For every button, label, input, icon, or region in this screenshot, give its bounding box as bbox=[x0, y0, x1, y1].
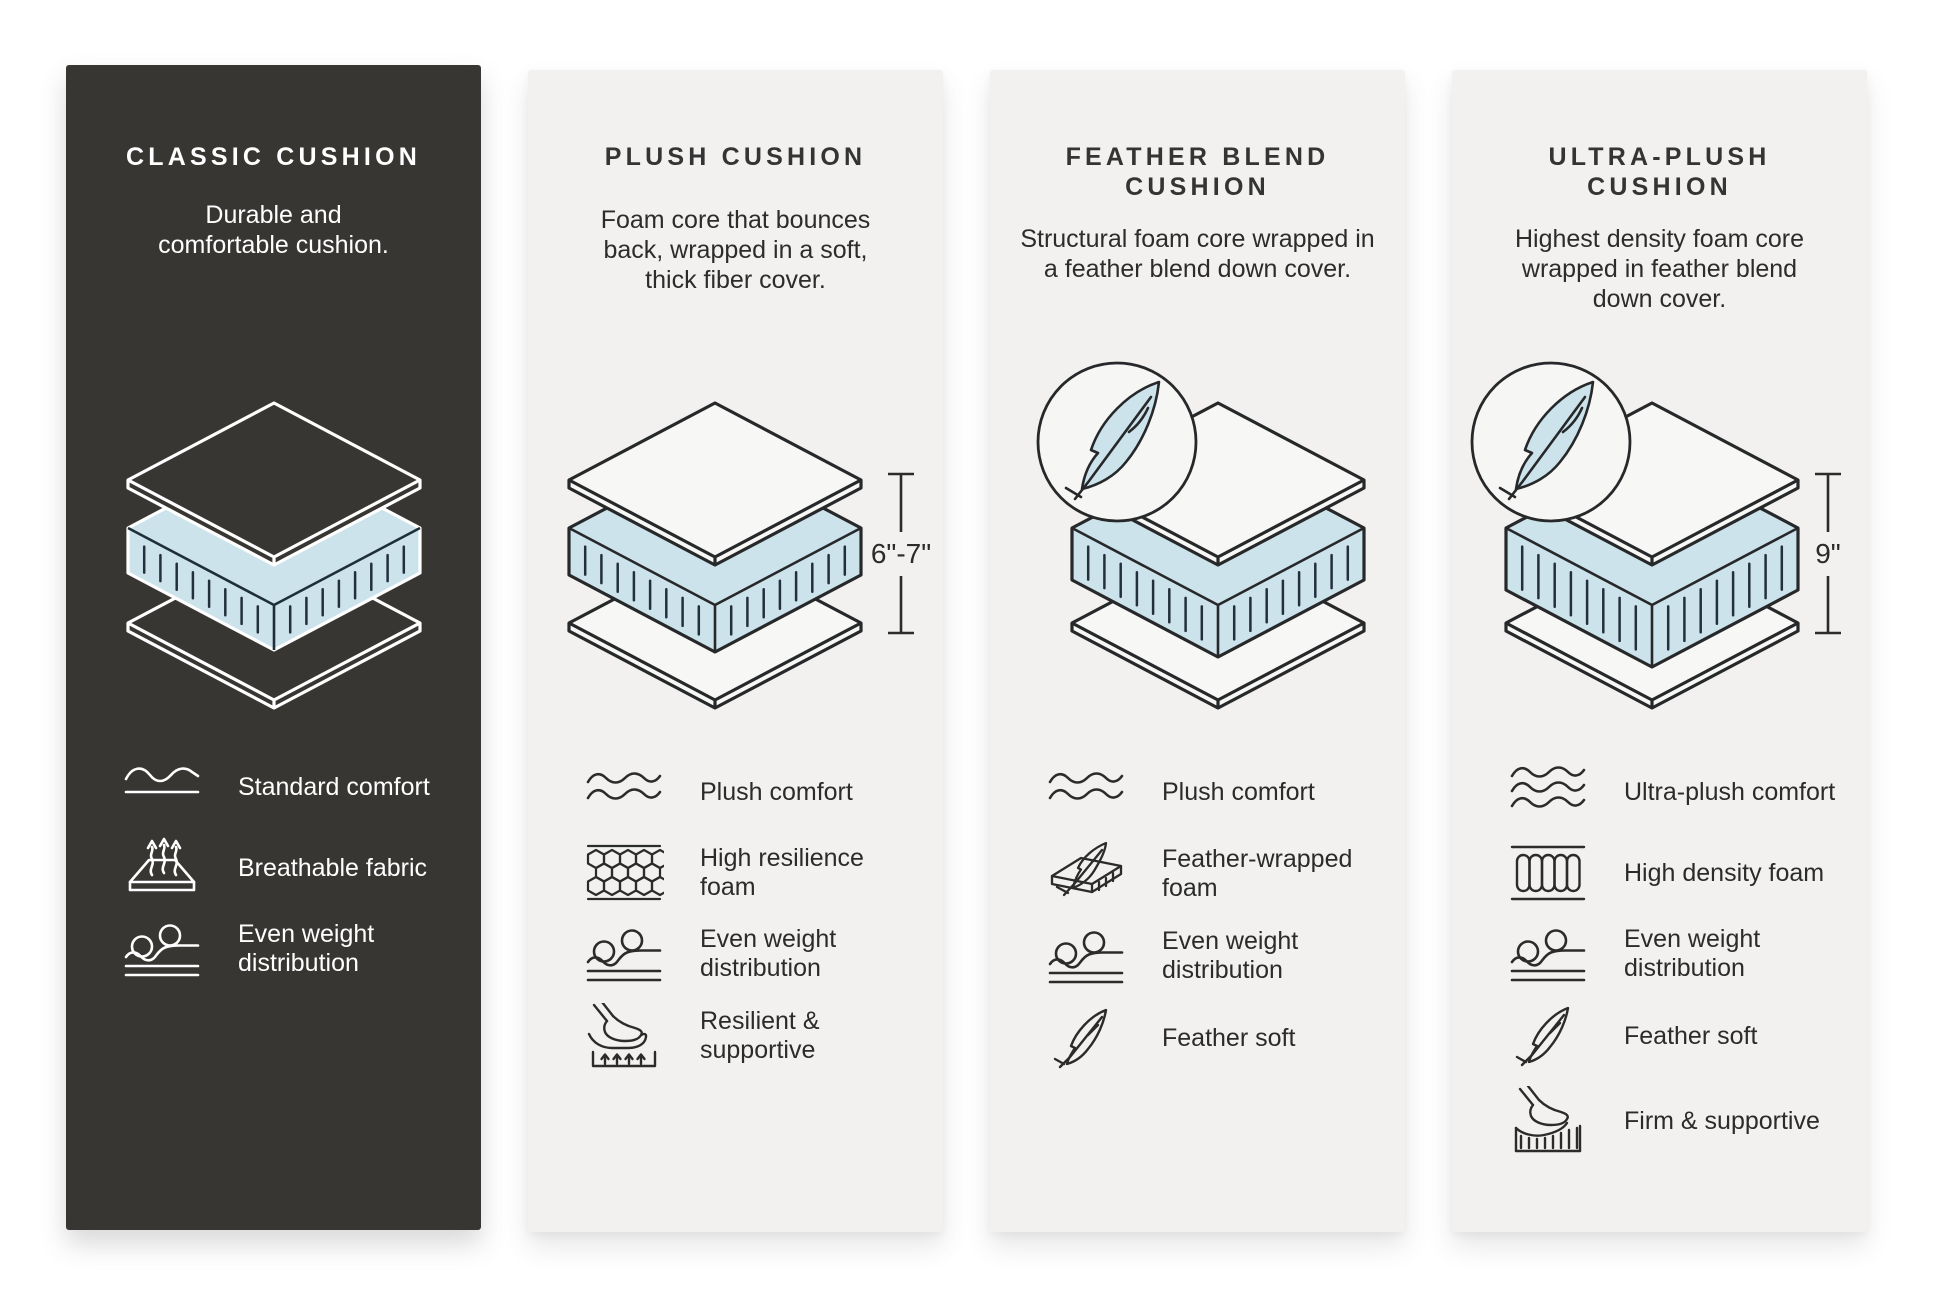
feature-label: Even weight distribution bbox=[700, 925, 837, 982]
panel-description: Foam core that bounces back, wrapped in … bbox=[600, 206, 871, 294]
feature-label: Even weight distribution bbox=[1162, 927, 1299, 984]
feature-label: Feather-wrapped foam bbox=[1162, 845, 1353, 902]
honeycomb-icon bbox=[582, 842, 666, 904]
svg-text:9": 9" bbox=[1815, 538, 1841, 569]
resilient-icon bbox=[582, 1003, 666, 1069]
feature-label: Even weight distribution bbox=[238, 920, 375, 977]
feature-label: High density foam bbox=[1624, 858, 1825, 887]
even-weight-icon bbox=[120, 918, 204, 980]
breathable-icon bbox=[120, 837, 204, 899]
feature-label: Ultra-plush comfort bbox=[1624, 777, 1836, 806]
feature-row: Resilient & supportive bbox=[582, 1003, 935, 1069]
feature-list: Plush comfort High resilience foam Even … bbox=[582, 760, 935, 1069]
feature-label: Feather soft bbox=[1624, 1021, 1758, 1050]
feature-row: High density foam bbox=[1506, 841, 1859, 905]
feature-list: Plush comfort Feather-wrapped foam Even … bbox=[1044, 760, 1397, 1071]
cushion-diagram: 6"-7" bbox=[528, 70, 943, 1232]
even-weight-icon bbox=[582, 923, 666, 985]
feature-list: Standard comfort Breathable fabric Even … bbox=[120, 755, 473, 981]
cushion-diagram bbox=[990, 70, 1405, 1232]
cushion-stack-diagram bbox=[1036, 361, 1366, 710]
wave-double-icon bbox=[1044, 761, 1128, 823]
cushion-stack-diagram bbox=[125, 401, 422, 710]
panel-title: ULTRA-PLUSH CUSHION bbox=[1548, 143, 1771, 201]
feature-label: Breathable fabric bbox=[238, 853, 428, 882]
feature-row: Feather soft bbox=[1506, 1003, 1859, 1069]
thickness-dimension-marker: 6"-7" bbox=[870, 472, 931, 635]
wave-single-icon bbox=[120, 756, 204, 818]
feature-label: Resilient & supportive bbox=[700, 1007, 820, 1064]
feature-row: Plush comfort bbox=[582, 760, 935, 824]
panel-description: Durable and comfortable cushion. bbox=[158, 201, 389, 259]
wave-triple-icon bbox=[1506, 761, 1590, 823]
feature-label: High resilience foam bbox=[700, 844, 864, 901]
feature-row: Even weight distribution bbox=[1506, 922, 1859, 986]
feature-label: Plush comfort bbox=[700, 777, 853, 806]
feature-label: Even weight distribution bbox=[1624, 925, 1761, 982]
feature-label: Feather soft bbox=[1162, 1023, 1296, 1052]
feather-icon bbox=[1044, 1005, 1128, 1071]
panel-classic-cushion: CLASSIC CUSHION Durable and comfortable … bbox=[66, 65, 481, 1230]
panel-ultra-plush-cushion: ULTRA-PLUSH CUSHION Highest density foam… bbox=[1452, 70, 1867, 1232]
feature-row: Firm & supportive bbox=[1506, 1086, 1859, 1156]
feature-row: Ultra-plush comfort bbox=[1506, 760, 1859, 824]
feather-foam-icon bbox=[1044, 841, 1128, 907]
feature-row: Even weight distribution bbox=[1044, 924, 1397, 988]
panel-description: Structural foam core wrapped in a feathe… bbox=[1020, 225, 1375, 283]
feature-row: Breathable fabric bbox=[120, 836, 473, 900]
feather-icon bbox=[1506, 1003, 1590, 1069]
feature-row: Feather soft bbox=[1044, 1005, 1397, 1071]
feature-label: Firm & supportive bbox=[1624, 1106, 1820, 1135]
feature-label: Plush comfort bbox=[1162, 777, 1315, 806]
panel-plush-cushion: PLUSH CUSHION Foam core that bounces bac… bbox=[528, 70, 943, 1232]
even-weight-icon bbox=[1044, 925, 1128, 987]
wave-double-icon bbox=[582, 761, 666, 823]
feature-row: High resilience foam bbox=[582, 841, 935, 905]
panel-description: Highest density foam core wrapped in fea… bbox=[1514, 225, 1805, 313]
feature-row: Plush comfort bbox=[1044, 760, 1397, 824]
feature-label: Standard comfort bbox=[238, 772, 430, 801]
feather-badge-icon bbox=[1470, 361, 1631, 523]
cushion-diagram: 9" bbox=[1452, 70, 1867, 1232]
cushion-stack-diagram: 6"-7" bbox=[566, 401, 931, 710]
cushion-stack-diagram: 9" bbox=[1470, 361, 1841, 710]
feature-row: Standard comfort bbox=[120, 755, 473, 819]
panel-title: CLASSIC CUSHION bbox=[126, 143, 421, 171]
feature-row: Even weight distribution bbox=[582, 922, 935, 986]
cushion-diagram bbox=[66, 65, 481, 1230]
hd-foam-icon bbox=[1506, 842, 1590, 904]
firm-icon bbox=[1506, 1086, 1590, 1156]
feature-row: Even weight distribution bbox=[120, 917, 473, 981]
panel-title: FEATHER BLEND CUSHION bbox=[1065, 143, 1330, 201]
panel-feather-blend-cushion: FEATHER BLEND CUSHION Structural foam co… bbox=[990, 70, 1405, 1232]
thickness-dimension-marker: 9" bbox=[1814, 472, 1841, 635]
feather-badge-icon bbox=[1036, 361, 1197, 523]
svg-text:6"-7": 6"-7" bbox=[870, 538, 930, 569]
feature-row: Feather-wrapped foam bbox=[1044, 841, 1397, 907]
feature-list: Ultra-plush comfort High density foam Ev… bbox=[1506, 760, 1859, 1156]
even-weight-icon bbox=[1506, 923, 1590, 985]
panel-title: PLUSH CUSHION bbox=[604, 143, 867, 171]
